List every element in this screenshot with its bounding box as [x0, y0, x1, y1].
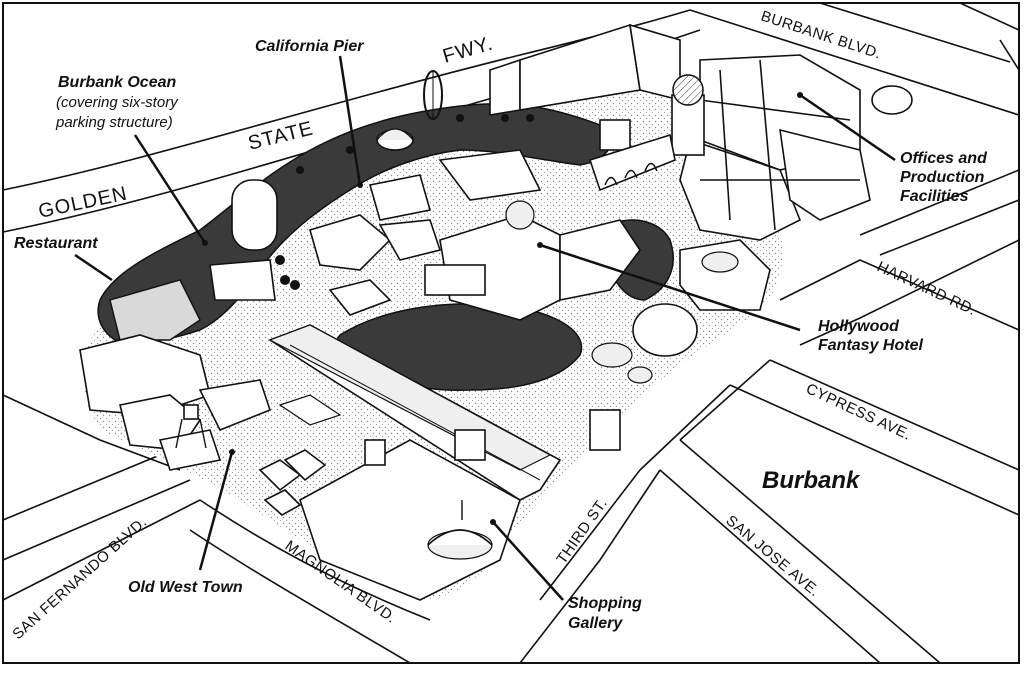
- callout-shopping-line1: Shopping: [568, 595, 642, 612]
- callout-burbank-ocean: Burbank Ocean: [58, 74, 176, 91]
- callout-leaders: [74, 55, 896, 601]
- callout-old-west-town: Old West Town: [128, 579, 243, 596]
- callout-restaurant: Restaurant: [14, 235, 98, 252]
- callout-burbank-ocean-sub2: parking structure): [55, 114, 173, 131]
- callout-burbank-ocean-sub1: (covering six-story: [56, 94, 179, 111]
- callout-hotel-line2: Fantasy Hotel: [818, 337, 923, 354]
- callout-california-pier: California Pier: [255, 38, 364, 55]
- callout-offices-line2: Production: [900, 169, 985, 186]
- callout-offices-line3: Facilities: [900, 188, 969, 205]
- callout-shopping-line2: Gallery: [568, 615, 623, 632]
- buildings: [79, 23, 913, 601]
- callout-offices-line1: Offices and: [900, 150, 988, 167]
- city-label-burbank: Burbank: [762, 467, 861, 494]
- callout-hotel-line1: Hollywood: [818, 318, 900, 335]
